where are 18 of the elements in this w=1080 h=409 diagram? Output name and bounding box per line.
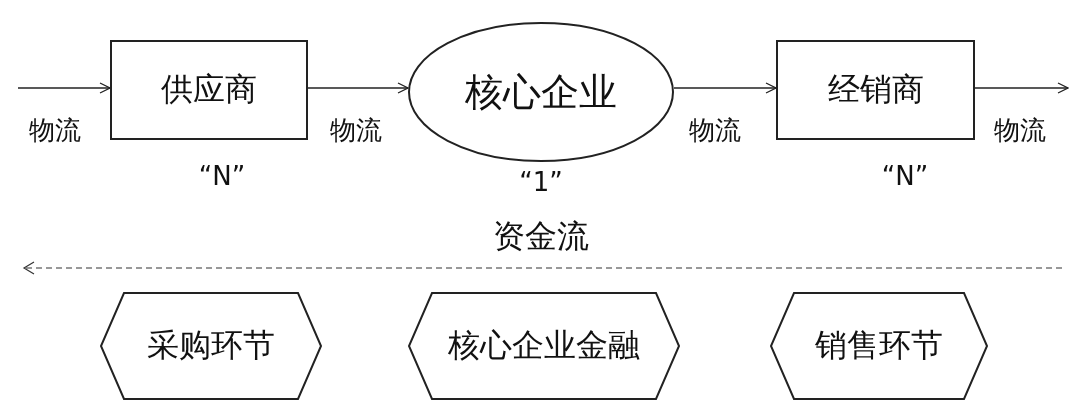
edge-label: 物流 (689, 113, 741, 147)
arrow (974, 82, 1069, 94)
flow-label: 资金流 (493, 216, 589, 257)
node-label: 采购环节 (147, 325, 275, 366)
node-label: 销售环节 (815, 325, 943, 366)
arrow (673, 82, 777, 94)
edge-label: 物流 (330, 113, 382, 147)
multiplicity-label: “1” (519, 167, 563, 197)
multiplicity-label: “N” (881, 161, 929, 191)
arrow (307, 82, 409, 94)
edge-label: 物流 (994, 113, 1046, 147)
edge-label: 物流 (29, 113, 81, 147)
node-label: 供应商 (161, 69, 257, 110)
node-label: 核心企业 (465, 68, 617, 116)
node-label: 核心企业金融 (448, 325, 640, 366)
node-label: 经销商 (827, 69, 924, 110)
arrow (17, 82, 111, 94)
multiplicity-label: “N” (198, 161, 246, 191)
